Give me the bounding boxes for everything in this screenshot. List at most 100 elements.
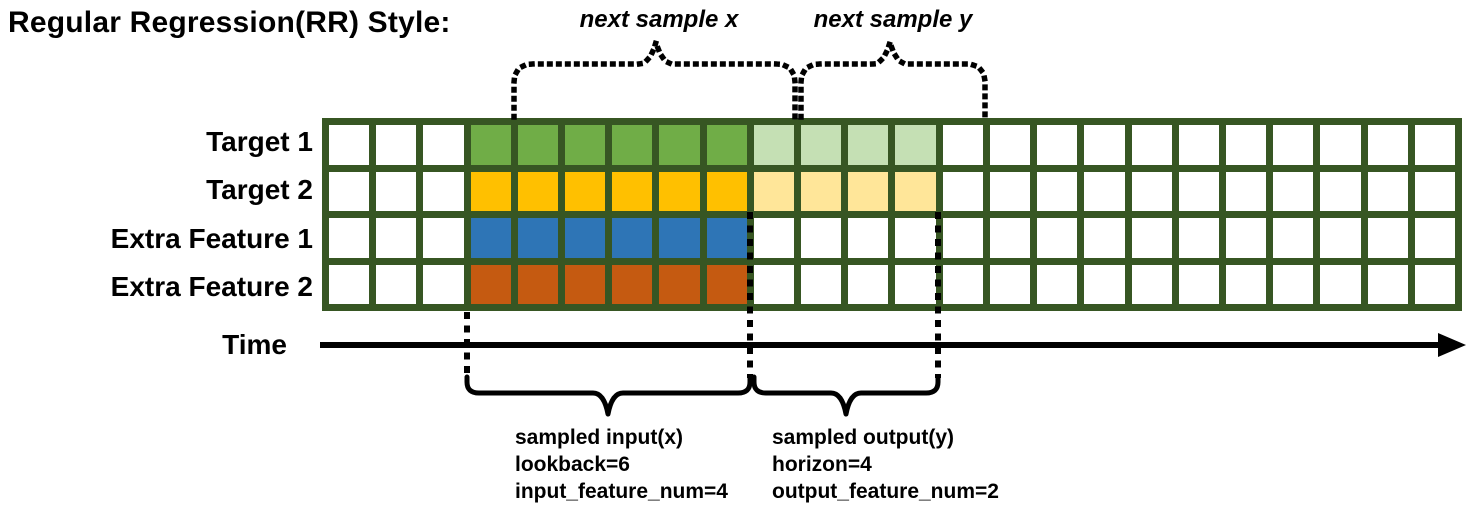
grid-cell xyxy=(329,171,370,211)
sampled-input-note: sampled input(x) lookback=6 input_featur… xyxy=(515,424,728,505)
grid-cell xyxy=(1273,125,1314,165)
grid-cell xyxy=(1037,218,1078,258)
grid-cell xyxy=(329,218,370,258)
grid-cell xyxy=(1273,218,1314,258)
grid-cell xyxy=(1037,171,1078,211)
grid-cell xyxy=(989,264,1031,304)
grid-cell xyxy=(376,218,417,258)
grid-cell xyxy=(848,171,889,211)
grid-cell xyxy=(470,125,511,165)
next-sample-x-label: next sample x xyxy=(579,6,739,33)
time-axis-arrowhead xyxy=(1438,333,1466,357)
grid-cell xyxy=(1178,218,1219,258)
grid-cell xyxy=(1084,171,1125,211)
row-label-target-1: Target 1 xyxy=(206,126,313,158)
grid-cell xyxy=(517,218,559,258)
grid-cell xyxy=(517,264,559,304)
sampled-output-note: sampled output(y) horizon=4 output_featu… xyxy=(772,424,999,505)
grid-cell xyxy=(801,171,842,211)
grid-cell xyxy=(706,264,747,304)
grid-cell xyxy=(659,218,700,258)
grid-cell xyxy=(1037,125,1078,165)
grid-cell xyxy=(470,218,511,258)
grid-cell xyxy=(1131,125,1172,165)
grid-cell xyxy=(895,171,936,211)
grid-cell xyxy=(1273,171,1314,211)
grid-cell xyxy=(470,264,511,304)
grid-cell xyxy=(1414,171,1455,211)
grid-cell xyxy=(753,264,795,304)
grid-cell xyxy=(706,125,747,165)
sampled-input-brace xyxy=(464,374,753,417)
grid-cell xyxy=(706,218,747,258)
grid-cell xyxy=(942,264,983,304)
grid-cell xyxy=(895,264,936,304)
grid-cell xyxy=(1225,125,1267,165)
sampled-output-line: sampled output(y) xyxy=(772,426,954,449)
grid-cell xyxy=(1084,125,1125,165)
grid-cell xyxy=(801,264,842,304)
grid-cell xyxy=(1367,264,1408,304)
grid-cell xyxy=(848,125,889,165)
grid-cell xyxy=(1178,125,1219,165)
grid-cell xyxy=(848,264,889,304)
grid-cell xyxy=(612,264,653,304)
grid-cell xyxy=(376,171,417,211)
row-label-extra-feature-1: Extra Feature 1 xyxy=(110,222,313,254)
grid-cell xyxy=(1414,264,1455,304)
grid-cell xyxy=(989,218,1031,258)
grid-cell xyxy=(612,171,653,211)
horizon-line: horizon=4 xyxy=(772,453,872,476)
grid-cell xyxy=(1320,264,1361,304)
grid-cell xyxy=(1273,264,1314,304)
grid-cell xyxy=(423,264,464,304)
grid-cell xyxy=(1084,264,1125,304)
grid-cell xyxy=(612,218,653,258)
grid-cell xyxy=(1225,264,1267,304)
next-sample-y-label: next sample y xyxy=(813,6,973,33)
diagram-title: Regular Regression(RR) Style: xyxy=(8,6,451,39)
grid-cell xyxy=(942,218,983,258)
grid-cell xyxy=(659,125,700,165)
grid-cell xyxy=(753,171,795,211)
input-feature-num-line: input_feature_num=4 xyxy=(515,480,728,503)
grid-cell xyxy=(1367,171,1408,211)
grid-cell xyxy=(1131,264,1172,304)
grid-cell xyxy=(659,171,700,211)
grid-cell xyxy=(942,125,983,165)
grid-cell xyxy=(895,218,936,258)
grid-cell xyxy=(989,125,1031,165)
grid-cell xyxy=(1414,125,1455,165)
grid-cell xyxy=(565,171,606,211)
grid-cell xyxy=(423,171,464,211)
grid-cell xyxy=(1225,218,1267,258)
grid-cell xyxy=(848,218,889,258)
grid-cell xyxy=(801,125,842,165)
grid-cell xyxy=(895,125,936,165)
grid-cell xyxy=(1131,171,1172,211)
grid-cell xyxy=(423,218,464,258)
grid-cell xyxy=(706,171,747,211)
grid-cell xyxy=(376,264,417,304)
grid-cell xyxy=(1178,264,1219,304)
grid-cell xyxy=(376,125,417,165)
sample-grid xyxy=(322,118,1462,311)
grid-cell xyxy=(1037,264,1078,304)
grid-cell xyxy=(1320,218,1361,258)
grid-cell xyxy=(1084,218,1125,258)
grid-cell xyxy=(565,264,606,304)
output-feature-num-line: output_feature_num=2 xyxy=(772,480,999,503)
grid-cell xyxy=(801,218,842,258)
lookback-line: lookback=6 xyxy=(515,453,630,476)
grid-cell xyxy=(753,218,795,258)
grid-cell xyxy=(1131,218,1172,258)
grid-cell xyxy=(517,125,559,165)
grid-cell xyxy=(659,264,700,304)
grid-cell xyxy=(1414,218,1455,258)
time-axis-label: Time xyxy=(222,329,287,360)
grid-cell xyxy=(423,125,464,165)
grid-cell xyxy=(942,171,983,211)
grid-cell xyxy=(1320,171,1361,211)
next-sample-x-brace xyxy=(511,31,798,120)
